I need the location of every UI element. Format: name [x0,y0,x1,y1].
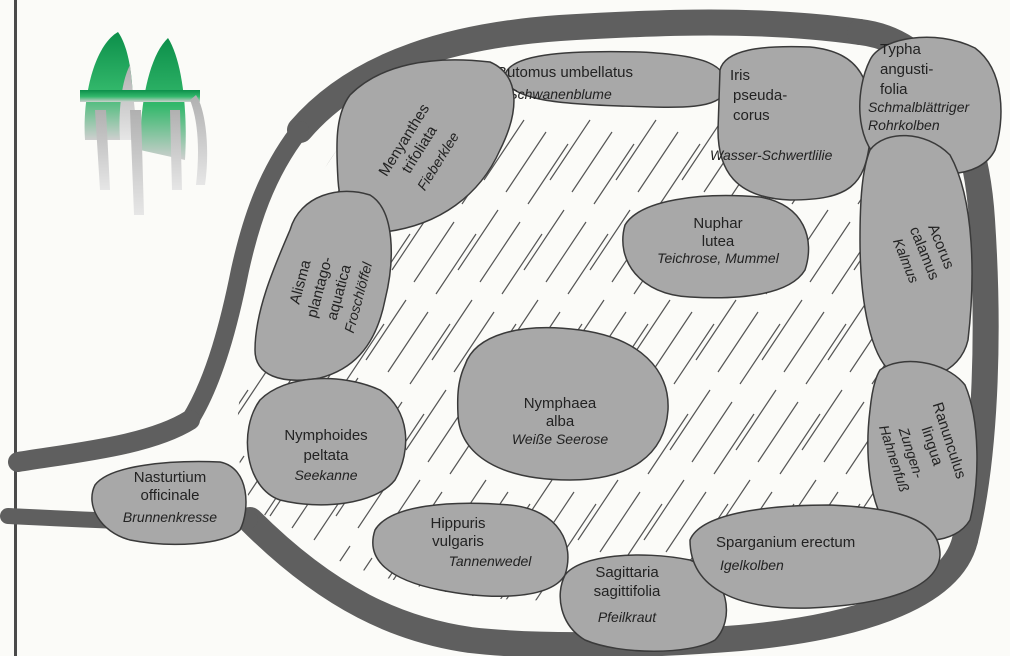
plant-area [622,194,810,299]
common-name: Tannenwedel [449,553,533,569]
scientific-name: Nymphoides [284,427,367,444]
scientific-name: Hippuris [430,515,485,532]
scientific-name: alba [546,413,575,430]
common-name: Weiße Seerose [512,431,608,447]
plant-area [336,59,515,233]
scientific-name: Iris [730,67,750,84]
common-name: Wasser-Schwertlilie [710,147,833,163]
scientific-name: Nymphaea [524,395,597,412]
scientific-name: pseuda- [733,87,787,104]
scientific-name: Butomus umbellatus [497,64,633,81]
scientific-name: Sparganium erectum [716,534,855,551]
scientific-name: officinale [141,487,200,504]
scientific-name: Sagittaria [595,564,659,581]
common-name: Schwanenblume [508,86,612,102]
scientific-name: corus [733,107,770,124]
plant-area [867,360,978,541]
left-border-line [14,0,17,656]
plant-area [246,377,407,506]
common-name: Teichrose, Mummel [657,250,780,266]
scientific-name: Typha [880,41,922,58]
scientific-name: sagittifolia [594,583,661,600]
common-name: Rohrkolben [868,117,940,133]
scientific-name: lutea [702,233,735,250]
common-name: Brunnenkresse [123,509,217,525]
scientific-name: Nasturtium [134,469,207,486]
common-name: Pfeilkraut [598,609,657,625]
plant-area [456,326,669,481]
common-name: Seekanne [294,467,357,483]
plant-area [254,190,392,381]
common-name: Igelkolben [720,557,784,573]
plant-area [91,460,247,546]
plant-area [689,504,941,609]
plant-area [559,554,728,652]
common-name: Schmalblättriger [868,99,970,115]
scientific-name: Nuphar [693,215,742,232]
scientific-name: vulgaris [432,533,484,550]
scientific-name: angusti- [880,61,933,78]
scientific-name: peltata [303,447,349,464]
scientific-name: folia [880,81,908,98]
aha-logo [80,32,208,215]
